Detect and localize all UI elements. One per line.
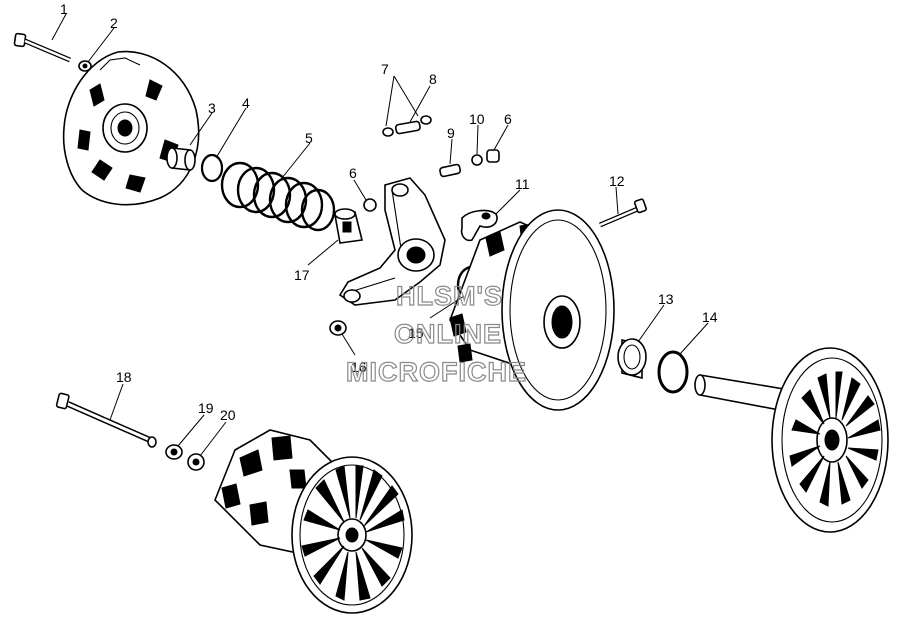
movable-sheave	[449, 209, 615, 411]
callout-2: 2	[110, 15, 118, 31]
part-10-washer	[471, 154, 483, 166]
part-3-bushing	[166, 147, 196, 171]
part-17-sleeve	[334, 208, 363, 244]
callout-labels: 1 2 3 4 5 6 7 8 9 10 6 11 12 13 14 15 16…	[60, 1, 718, 423]
callout-17: 17	[294, 267, 310, 283]
callout-13: 13	[658, 291, 674, 307]
part-18-bolt	[55, 392, 157, 448]
watermark-line-3: MICROFICHE	[346, 357, 527, 387]
part-14-ring	[657, 350, 689, 394]
fixed-sheave-shaft	[694, 347, 889, 533]
spider-arm-assembly	[338, 177, 446, 306]
callout-5: 5	[305, 130, 313, 146]
part-16-nut	[329, 320, 347, 336]
cover-plate	[62, 50, 200, 206]
part-5-spring	[220, 161, 336, 232]
watermark-line-2: ONLINE	[394, 319, 502, 349]
part-11-roller	[460, 209, 498, 242]
callout-7: 7	[381, 61, 389, 77]
part-2-washer	[78, 60, 92, 72]
callout-20: 20	[220, 407, 236, 423]
part-6-bushing-left	[363, 198, 377, 212]
part-4-snap-ring	[200, 153, 224, 183]
callout-6-right: 6	[504, 111, 512, 127]
callout-19: 19	[198, 400, 214, 416]
drive-clutch-assembly	[214, 429, 413, 614]
callout-3: 3	[208, 100, 216, 116]
part-12-bolt	[599, 198, 647, 228]
watermark-line-1: HLSM'S	[396, 281, 503, 311]
callout-11: 11	[515, 176, 530, 192]
callout-10: 10	[469, 111, 485, 127]
part-13-bushing	[617, 338, 647, 380]
part-7-8-pin-rings	[382, 115, 432, 137]
callout-8: 8	[429, 71, 437, 87]
callout-1: 1	[60, 1, 68, 17]
part-6-bushing-right	[486, 149, 500, 163]
callout-6-left: 6	[349, 165, 357, 181]
part-9-pin	[439, 163, 462, 178]
part-1-bolt	[13, 32, 71, 63]
callout-12: 12	[609, 173, 625, 189]
callout-16: 16	[351, 359, 367, 375]
callout-14: 14	[702, 309, 718, 325]
callout-15: 15	[408, 325, 424, 341]
watermark: HLSM'S ONLINE MICROFICHE	[345, 280, 527, 387]
callout-4: 4	[242, 95, 250, 111]
callout-9: 9	[447, 125, 455, 141]
callout-18: 18	[116, 369, 132, 385]
part-19-washer	[165, 444, 183, 460]
part-20-nut	[187, 453, 205, 471]
leader-lines	[51, 13, 709, 457]
